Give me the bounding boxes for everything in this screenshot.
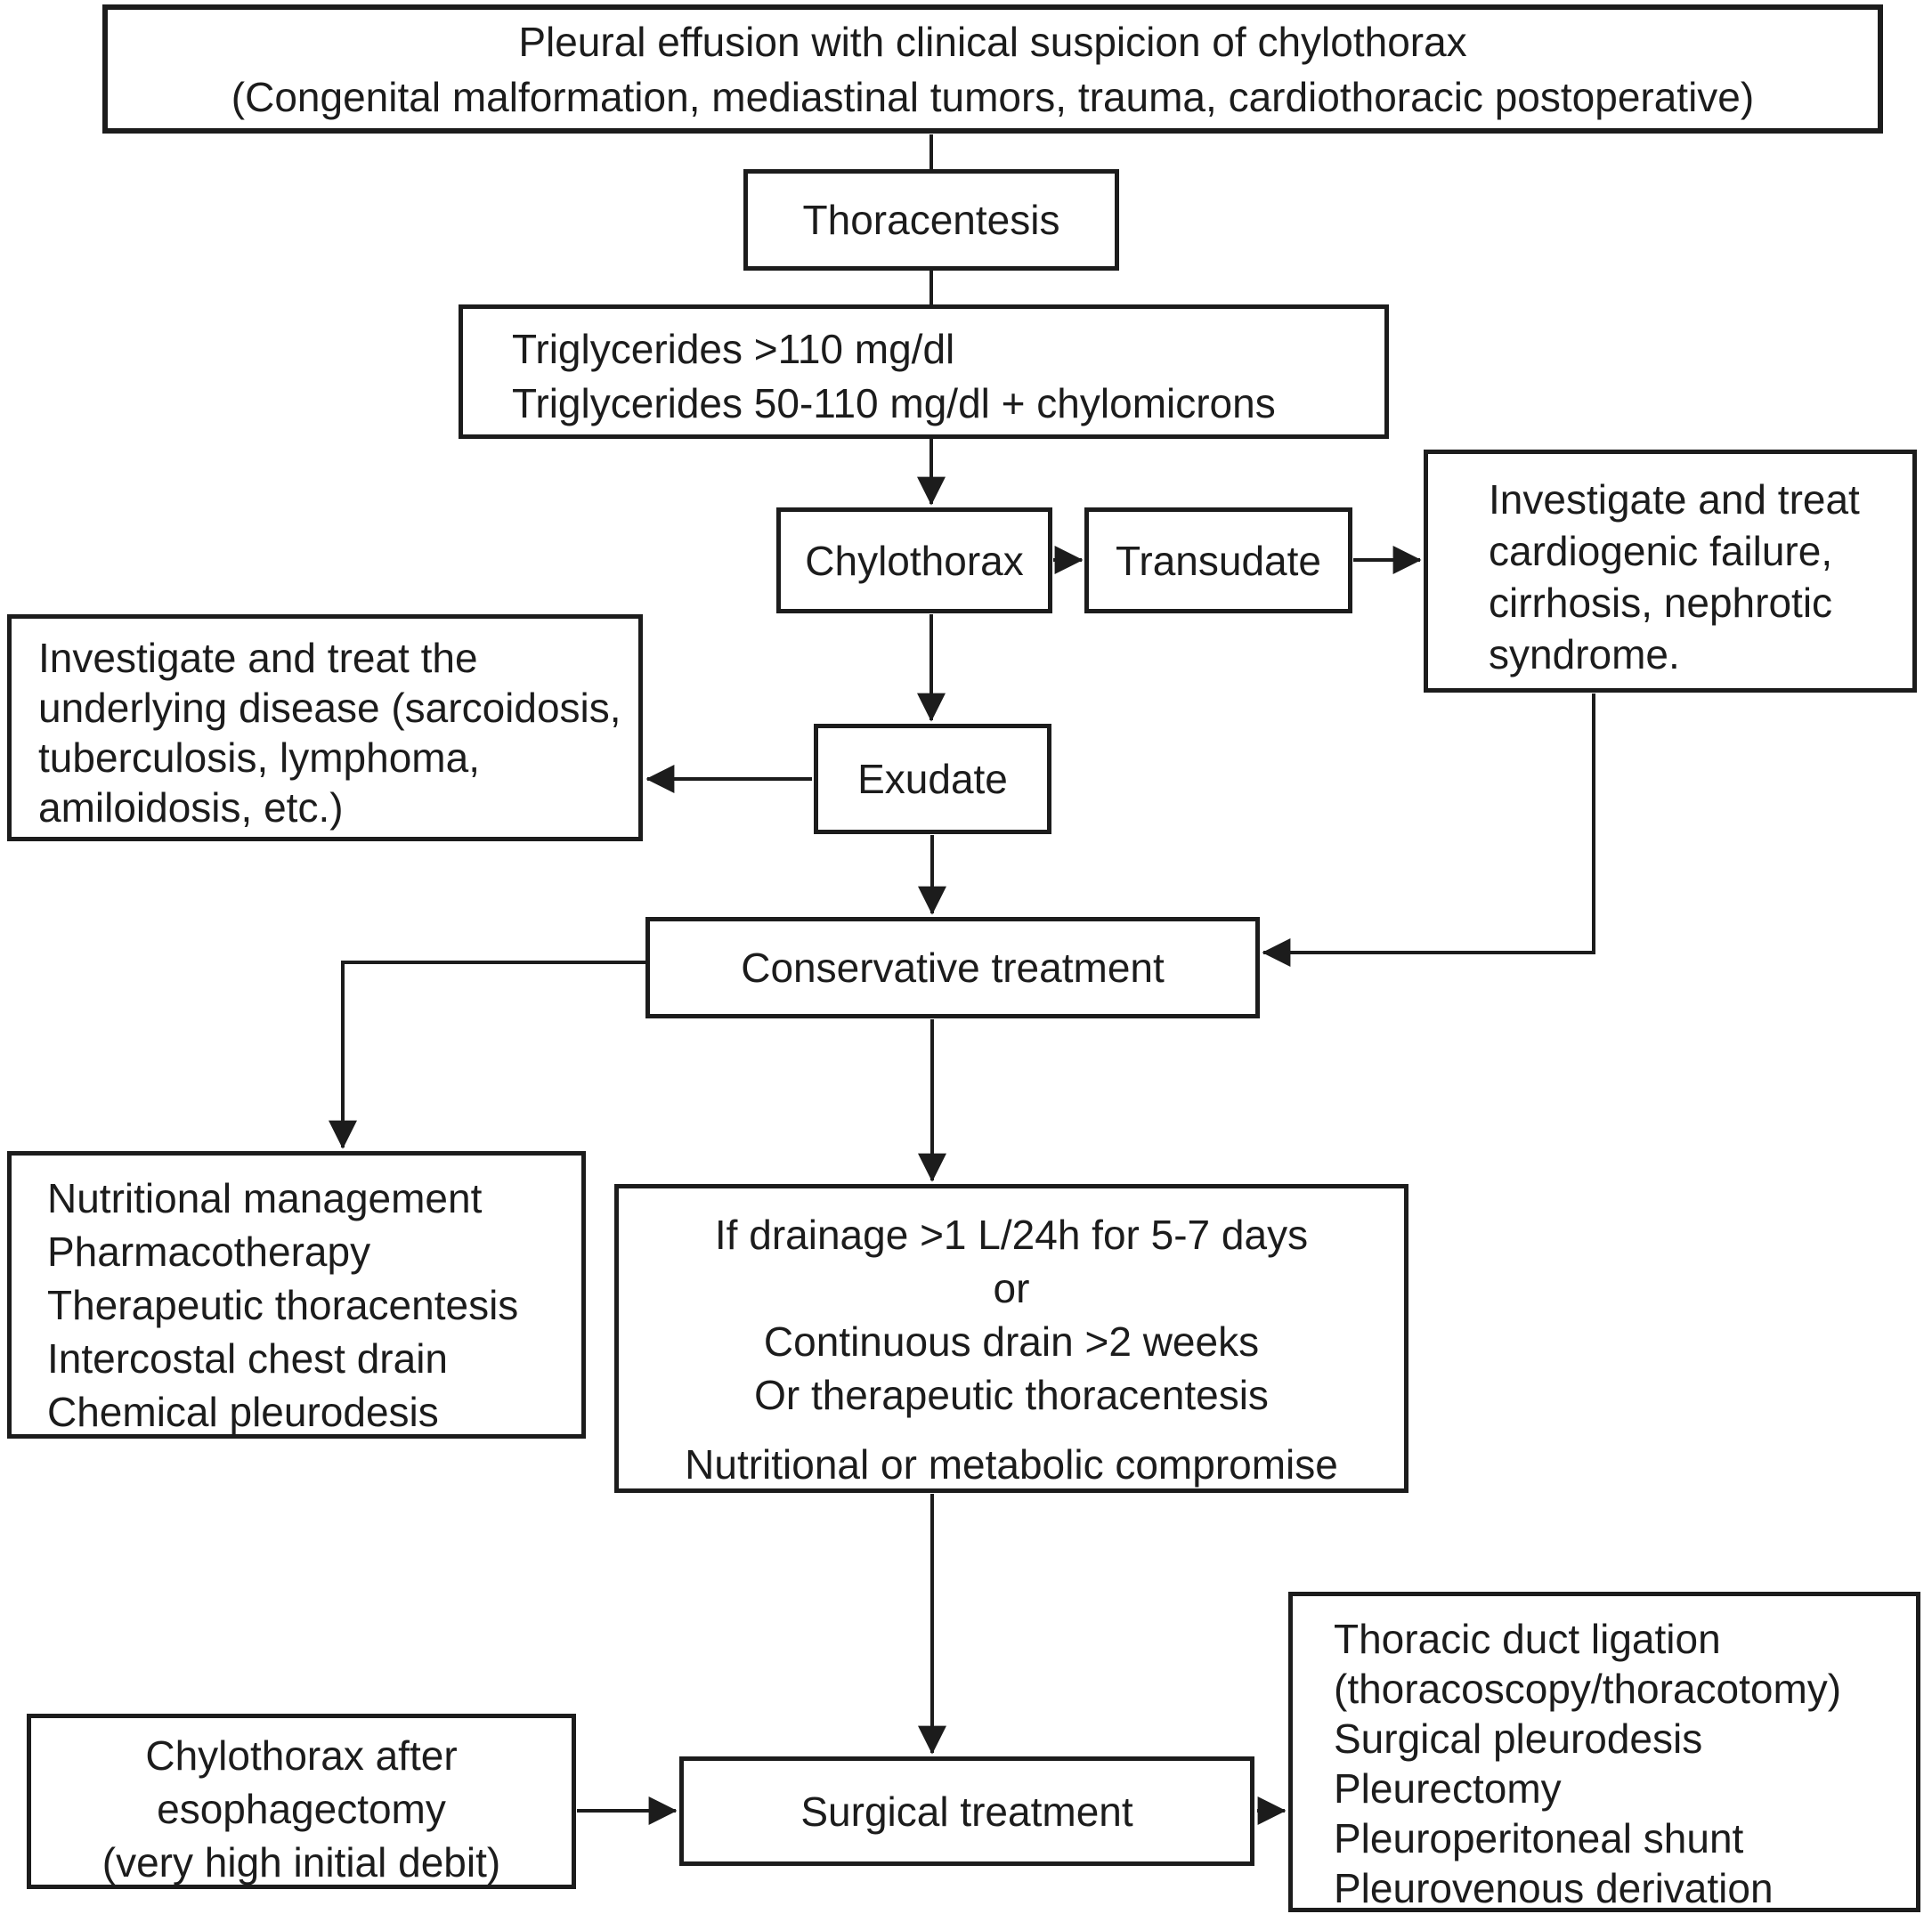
node-label: Transudate <box>1116 537 1321 584</box>
node-line: cardiogenic failure, <box>1489 528 1833 574</box>
node-line: Chylothorax after <box>145 1732 458 1779</box>
node-pleural-effusion: Pleural effusion with clinical suspicion… <box>102 4 1883 134</box>
node-line: Pleurovenous derivation <box>1334 1865 1774 1911</box>
node-line: Thoracic duct ligation <box>1334 1616 1721 1662</box>
node-esophagectomy: Chylothorax after esophagectomy (very hi… <box>27 1714 576 1889</box>
node-line: cirrhosis, nephrotic <box>1489 580 1833 626</box>
node-line: Pleurectomy <box>1334 1765 1562 1812</box>
node-thoracentesis: Thoracentesis <box>743 169 1119 271</box>
node-label: Exudate <box>857 756 1008 802</box>
node-line: Nutritional or metabolic compromise <box>685 1441 1338 1488</box>
node-triglycerides: Triglycerides >110 mg/dl Triglycerides 5… <box>459 304 1389 439</box>
node-line: Intercostal chest drain <box>47 1335 449 1382</box>
node-line: underlying disease (sarcoidosis, <box>38 685 621 731</box>
node-line: Or therapeutic thoracentesis <box>754 1372 1269 1418</box>
node-label: Chylothorax <box>805 537 1024 584</box>
node-line: Investigate and treat <box>1489 476 1860 523</box>
node-line: Triglycerides 50-110 mg/dl + chylomicron… <box>512 380 1276 426</box>
node-line: esophagectomy <box>157 1786 446 1832</box>
node-line: Chemical pleurodesis <box>47 1389 439 1435</box>
node-label: Thoracentesis <box>802 197 1060 243</box>
node-label: Surgical treatment <box>800 1788 1133 1835</box>
node-cardiogenic-treatment: Investigate and treat cardiogenic failur… <box>1424 450 1917 693</box>
node-chylothorax: Chylothorax <box>776 507 1052 613</box>
node-surgical-options: Thoracic duct ligation (thoracoscopy/tho… <box>1288 1592 1920 1912</box>
node-underlying-disease: Investigate and treat the underlying dis… <box>7 614 643 841</box>
node-surgical-treatment: Surgical treatment <box>679 1756 1254 1866</box>
node-line: (very high initial debit) <box>101 1839 501 1886</box>
node-label: Conservative treatment <box>741 945 1165 991</box>
node-line: Investigate and treat the <box>38 635 478 681</box>
node-line: Pleural effusion with clinical suspicion… <box>518 18 1467 65</box>
node-line: tuberculosis, lymphoma, <box>38 734 480 781</box>
node-line: amiloidosis, etc.) <box>38 784 344 831</box>
node-line: syndrome. <box>1489 631 1680 677</box>
arrow-conservative-to-options <box>329 961 645 1149</box>
node-line: Pharmacotherapy <box>47 1229 371 1275</box>
node-line: (thoracoscopy/thoracotomy) <box>1334 1666 1842 1712</box>
arrow-cardiogenic-to-conservative <box>1262 693 1595 967</box>
node-conservative-treatment: Conservative treatment <box>645 917 1260 1018</box>
node-line: If drainage >1 L/24h for 5-7 days <box>714 1212 1309 1258</box>
node-exudate: Exudate <box>814 724 1051 834</box>
node-surgery-criteria: If drainage >1 L/24h for 5-7 days or Con… <box>614 1184 1408 1493</box>
node-line: Surgical pleurodesis <box>1334 1715 1703 1762</box>
node-line: Continuous drain >2 weeks <box>763 1318 1260 1365</box>
node-line: Nutritional management <box>47 1175 483 1221</box>
node-transudate: Transudate <box>1084 507 1352 613</box>
node-line: or <box>993 1265 1030 1311</box>
node-line: Triglycerides >110 mg/dl <box>512 326 955 372</box>
node-line: Therapeutic thoracentesis <box>47 1282 519 1328</box>
node-conservative-options: Nutritional management Pharmacotherapy T… <box>7 1151 586 1439</box>
node-line: Pleuroperitoneal shunt <box>1334 1815 1744 1861</box>
node-line: (Congenital malformation, mediastinal tu… <box>231 73 1755 120</box>
